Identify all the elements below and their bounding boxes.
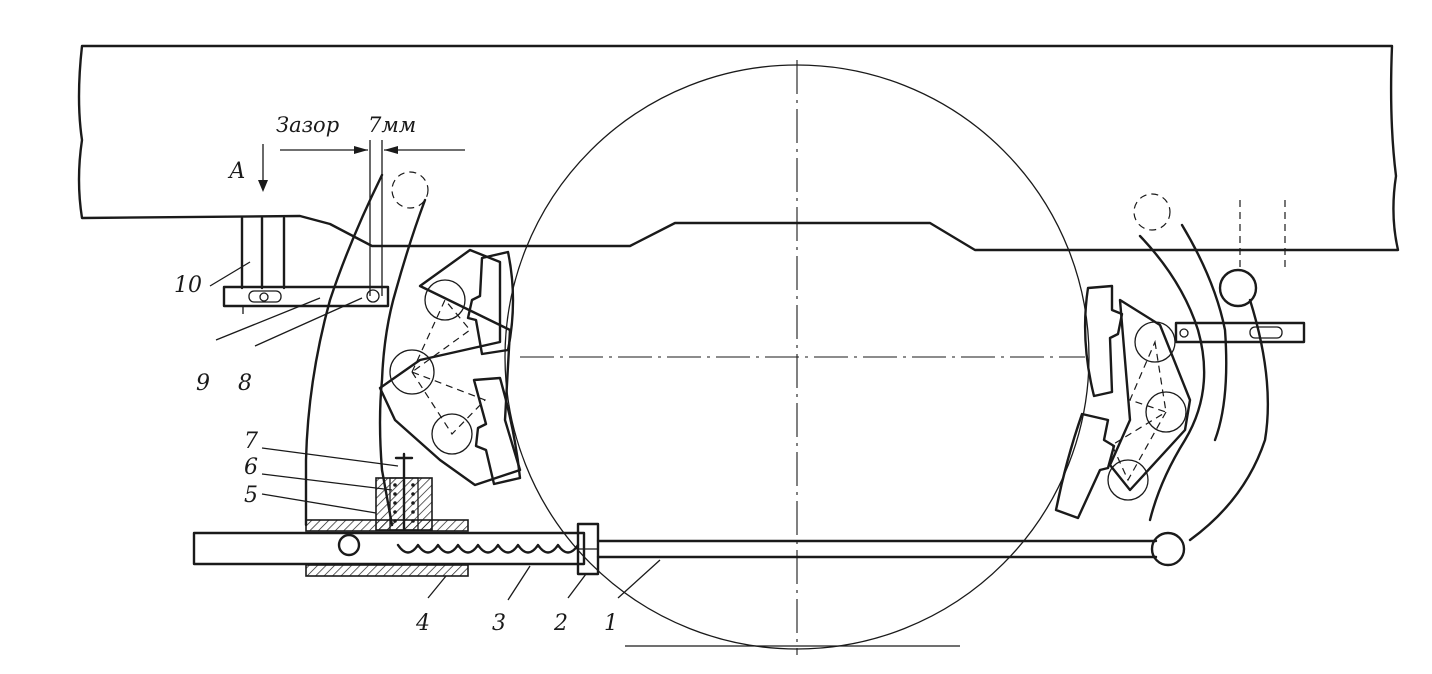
pull-rod bbox=[596, 531, 1186, 567]
view-marker-label: А bbox=[227, 159, 246, 184]
lever-left bbox=[304, 171, 429, 527]
gap-label: Зазор bbox=[276, 113, 339, 137]
nut bbox=[576, 522, 600, 576]
part-label-6: 6 bbox=[244, 455, 258, 480]
part-label-1: 1 bbox=[604, 611, 618, 636]
part-label-9: 9 bbox=[196, 371, 210, 396]
adjuster-housing bbox=[305, 452, 469, 577]
lever-right bbox=[1133, 193, 1286, 542]
indicator-bar-right bbox=[1174, 321, 1306, 344]
part-label-5: 5 bbox=[244, 483, 258, 508]
part-label-4: 4 bbox=[415, 611, 430, 636]
part-label-2: 2 bbox=[553, 611, 568, 636]
part-labels: 10 9 8 7 6 5 4 3 2 1 bbox=[174, 273, 618, 636]
brake-pad-left-lower bbox=[472, 376, 522, 486]
part-label-8: 8 bbox=[238, 371, 252, 396]
shoe-holder-left bbox=[378, 248, 522, 487]
part-label-7: 7 bbox=[244, 429, 258, 454]
gap-dimension: Зазор 7мм bbox=[276, 113, 465, 296]
bracket bbox=[240, 216, 286, 290]
frame-beam bbox=[77, 44, 1400, 252]
indicator-bar-left bbox=[222, 285, 390, 314]
leader-lines bbox=[209, 261, 661, 601]
brake-pad-right-upper bbox=[1083, 284, 1124, 398]
brake-pad-left-upper bbox=[466, 250, 515, 356]
brake-pad-right-lower bbox=[1054, 412, 1116, 520]
gap-value: 7мм bbox=[368, 113, 416, 137]
toothed-rod bbox=[192, 531, 586, 566]
part-label-3: 3 bbox=[492, 611, 506, 636]
wheel bbox=[504, 60, 1090, 655]
view-marker: А bbox=[227, 144, 268, 192]
shoe-holder-right bbox=[1107, 298, 1192, 501]
part-label-10: 10 bbox=[174, 273, 202, 298]
